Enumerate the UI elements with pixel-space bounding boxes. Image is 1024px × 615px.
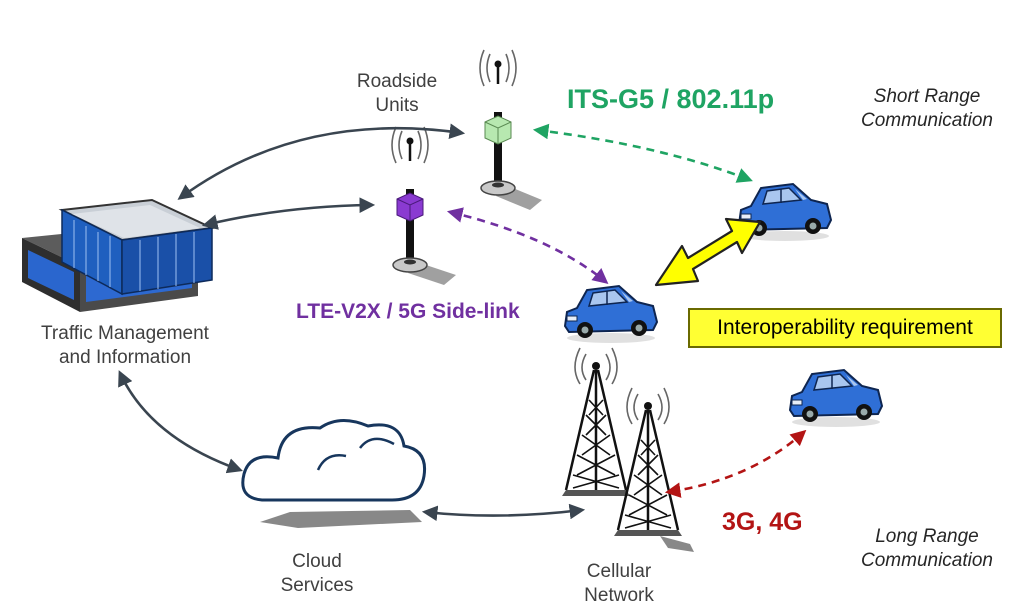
cell-tower-icon [560,346,632,498]
interoperability-arrow [654,217,762,287]
car-icon [789,369,883,428]
tower-shadow [660,536,694,552]
roadside-unit-icon [390,125,456,285]
interoperability-callout: Interoperability requirement [688,308,1002,348]
link-its-g5 [532,123,753,183]
roadside-unit-icon [478,48,542,210]
link-lte-v2x [446,207,609,284]
cell-tower-icon [612,386,684,538]
car-icon [564,285,658,344]
link-rsu-traffic [177,123,466,200]
cloud-icon [241,419,427,528]
building-icon [22,198,216,312]
label-lte-v2x: LTE-V2X / 5G Side-link [296,300,520,323]
link-traffic-cloud [118,370,243,474]
label-its-g5: ITS-G5 / 802.11p [567,84,775,114]
link-3g-4g [664,429,807,498]
label-3g-4g: 3G, 4G [722,508,803,536]
link-cloud-cellular [421,503,586,522]
link-rsu2-traffic [201,197,376,230]
